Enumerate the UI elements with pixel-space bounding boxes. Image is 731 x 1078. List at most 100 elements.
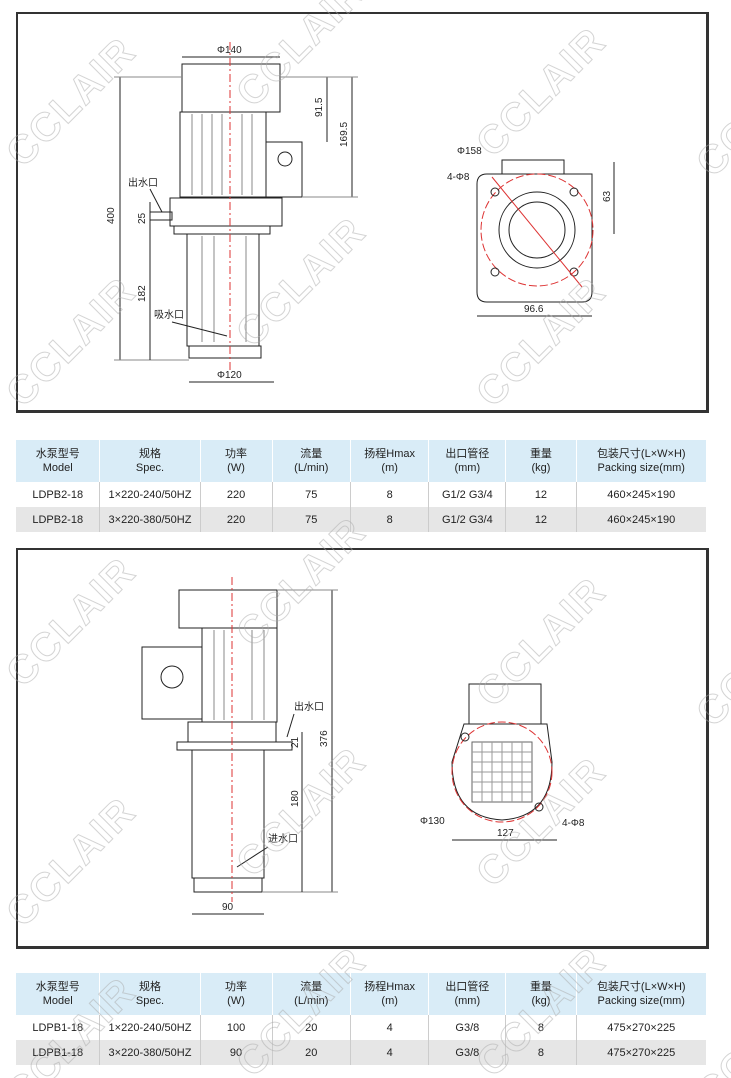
table-cell: 8 <box>505 1015 576 1040</box>
table-cell: 475×270×225 <box>575 1015 706 1040</box>
drawing-panel-ldpb2: Φ140 400 91.5 169.5 出水口 25 182 吸水口 Φ120 … <box>16 12 709 413</box>
header-en: Packing size(mm) <box>597 462 685 474</box>
table-cell: LDPB1-18 <box>16 1040 100 1065</box>
column-header: 水泵型号 Model <box>16 440 100 482</box>
header-cn: 重量 <box>529 448 552 460</box>
column-header: 流量(L/min) <box>271 440 351 482</box>
column-header: 规格 Spec. <box>99 440 201 482</box>
header-en: Spec. <box>135 462 165 474</box>
table-cell: 4 <box>350 1015 429 1040</box>
table-cell: 8 <box>350 507 429 532</box>
header-cn: 出口管径 <box>445 981 490 993</box>
header-en: (W) <box>227 462 245 474</box>
table-cell: 75 <box>271 507 351 532</box>
header-cn: 重量 <box>529 981 552 993</box>
dim-dia-top: Φ140 <box>217 45 242 56</box>
column-header: 包装尺寸(L×W×H) Packing size(mm) <box>575 440 706 482</box>
column-header: 重量 (kg) <box>505 440 576 482</box>
table-cell: 8 <box>350 482 429 507</box>
table-cell: 3×220-380/50HZ <box>99 507 201 532</box>
column-header: 重量(kg) <box>505 973 576 1015</box>
table-cell: 220 <box>199 482 273 507</box>
header-en: Packing size(mm) <box>597 995 685 1007</box>
table-cell: 100 <box>199 1015 273 1040</box>
header-cn: 规格 <box>138 448 161 460</box>
header-cn: 水泵型号 <box>35 448 80 460</box>
table-cell: 12 <box>505 482 576 507</box>
dim-flange-dia: Φ158 <box>457 146 482 157</box>
dim-f: 96.6 <box>524 304 544 315</box>
dim-holes-2: 4-Φ8 <box>562 818 585 829</box>
pump-drawing-ldpb2: Φ140 400 91.5 169.5 出水口 25 182 吸水口 Φ120 … <box>106 42 615 383</box>
drawing-panel-ldpb1: 376 出水口 21 180 进水口 90 Φ130 127 4-Φ8 <box>16 548 709 949</box>
header-cn: 功率 <box>225 448 248 460</box>
header-cn: 功率 <box>225 981 248 993</box>
dim-c-2: 21 <box>290 736 301 748</box>
column-header: 出口管径(mm) <box>428 440 506 482</box>
column-header: 功率 (W) <box>199 440 273 482</box>
table-cell: 8 <box>505 1040 576 1065</box>
header-en: (mm) <box>454 995 481 1007</box>
header-en: (W) <box>227 995 245 1007</box>
header-cn: 流量 <box>300 448 323 460</box>
table-cell: LDPB1-18 <box>32 1021 84 1034</box>
table-cell: G3/8 <box>428 1040 506 1065</box>
label-inlet: 吸水口 <box>154 309 184 321</box>
label-outlet-2: 出水口 <box>294 700 324 713</box>
dim-dia-bottom: Φ120 <box>217 370 242 381</box>
dim-holes: 4-Φ8 <box>447 172 470 183</box>
header-cn: 包装尺寸(L×W×H) <box>596 448 686 460</box>
column-header: 出口管径 (mm) <box>428 973 506 1015</box>
dim-e: 63 <box>602 190 613 202</box>
column-header: 扬程Hmax (m) <box>350 440 429 482</box>
header-en: (m) <box>381 462 398 474</box>
table-cell: G3/8 <box>428 1015 506 1040</box>
table-cell: 220 <box>199 507 273 532</box>
dim-c: 25 <box>137 212 148 224</box>
dim-a: 91.5 <box>314 97 325 117</box>
header-en: Spec. <box>135 995 165 1007</box>
table-cell: LDPB2-18 <box>16 507 100 532</box>
header-cn: 流量 <box>300 981 323 993</box>
table-cell: 475×270×225 <box>575 1040 706 1065</box>
table-cell: 75 <box>271 482 351 507</box>
table-cell: 90 <box>199 1040 273 1065</box>
table-cell: G1/2 G3/4 <box>428 507 506 532</box>
dim-f-2: 127 <box>497 828 514 839</box>
header-cn: 扬程Hmax <box>364 448 416 460</box>
column-header: 流量 (L/min) <box>271 973 351 1015</box>
table-cell: G1/2 G3/4 <box>428 482 506 507</box>
column-header: 功率 (W) <box>199 973 273 1015</box>
spec-table-ldpb2: 水泵型号 Model 规格 Spec. 功率 (W) 流量(L/min) 扬程Hmax (m) 出… <box>16 440 706 532</box>
table-cell: 1×220-240/50HZ <box>99 1015 201 1040</box>
header-cn: 水泵型号 <box>35 981 80 993</box>
label-inlet-2: 进水口 <box>268 833 298 845</box>
column-header: 包装尺寸(L×W×H)Packing size(mm) <box>575 973 706 1015</box>
table-cell: 1×220-240/50HZ <box>99 482 201 507</box>
dim-flange-dia-2: Φ130 <box>420 816 445 827</box>
table-cell: 20 <box>271 1015 351 1040</box>
table-cell: 3×220-380/50HZ <box>99 1040 201 1065</box>
table-cell: 460×245×190 <box>575 482 706 507</box>
header-en: Model <box>42 462 73 474</box>
header-en: (kg) <box>531 462 551 474</box>
table-cell: 4 <box>350 1040 429 1065</box>
header-en: (m) <box>381 995 398 1007</box>
table-cell: 460×245×190 <box>575 507 706 532</box>
table-cell: 20 <box>271 1040 351 1065</box>
table-cell: LDPB2-18 <box>32 488 84 501</box>
dim-width-bottom: 90 <box>222 902 234 913</box>
header-en: (L/min) <box>294 995 329 1007</box>
dim-height-total: 400 <box>106 207 117 224</box>
table-cell: 12 <box>505 507 576 532</box>
label-outlet: 出水口 <box>128 176 158 189</box>
dim-d-2: 180 <box>290 790 301 807</box>
pump-drawing-ldpb1: 376 出水口 21 180 进水口 90 Φ130 127 4-Φ8 <box>141 577 585 915</box>
header-cn: 出口管径 <box>445 448 490 460</box>
